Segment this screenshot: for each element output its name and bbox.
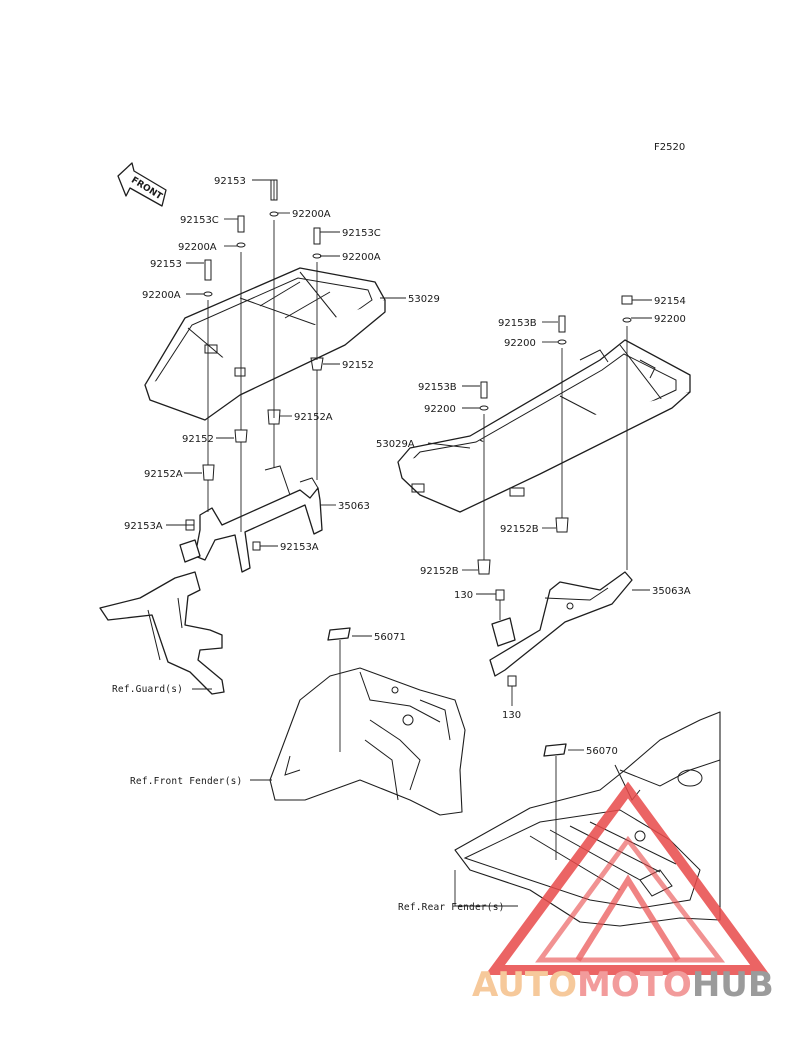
label-35063: 35063 (338, 501, 370, 512)
label-53029a: 53029A (376, 439, 415, 450)
label-92153b-2: 92153B (418, 382, 457, 393)
label-92200a-right: 92200A (342, 252, 381, 263)
label-56070: 56070 (586, 746, 618, 757)
label-92153a-mid: 92153A (280, 542, 319, 553)
label-92153c-left: 92153C (180, 215, 219, 226)
label-92153-top: 92153 (214, 176, 246, 187)
label-92152-left: 92152 (182, 434, 214, 445)
watermark-logo: AUTOMOTOHUB (472, 781, 774, 1005)
svg-text:AUTOMOTOHUB: AUTOMOTOHUB (472, 965, 774, 1005)
label-92200a-top: 92200A (292, 209, 331, 220)
label-92152a-mid: 92152A (294, 412, 333, 423)
ref-front-fender: Ref.Front Fender(s) (130, 776, 242, 787)
watermark-auto: AUTO (472, 965, 577, 1005)
label-92152b-1: 92152B (500, 524, 539, 535)
label-92152-right: 92152 (342, 360, 374, 371)
rear-carrier-53029A (397, 339, 691, 513)
label-92200-1: 92200 (504, 338, 536, 349)
label-92153c-right: 92153C (342, 228, 381, 239)
guard-ref (99, 571, 225, 695)
label-130-2: 130 (502, 710, 521, 721)
label-92152a-left: 92152A (144, 469, 183, 480)
diagram-code: F2520 (654, 142, 685, 153)
label-53029: 53029 (408, 294, 440, 305)
front-fender-ref (250, 627, 466, 816)
label-92200-r: 92200 (654, 314, 686, 325)
ref-rear-fender: Ref.Rear Fender(s) (398, 902, 505, 913)
bracket-35063A (489, 571, 633, 677)
part-labels: 92153 92200A 92153C 92153C 92200A 92200A… (112, 176, 691, 913)
label-130-1: 130 (454, 590, 473, 601)
watermark-moto: MOTO (577, 965, 692, 1005)
leader-lines-right (427, 295, 652, 706)
front-carrier-53029 (144, 267, 386, 421)
label-92200a-farleft: 92200A (142, 290, 181, 301)
watermark-hub: HUB (692, 965, 774, 1005)
label-56071: 56071 (374, 632, 406, 643)
ref-guard: Ref.Guard(s) (112, 684, 183, 695)
label-92153a-left: 92153A (124, 521, 163, 532)
label-92153b-1: 92153B (498, 318, 537, 329)
leader-lines-left (166, 179, 406, 690)
front-arrow-icon: FRONT (117, 162, 167, 207)
label-92200-2: 92200 (424, 404, 456, 415)
triangle-logo-icon (485, 781, 770, 975)
label-35063a: 35063A (652, 586, 691, 597)
label-92200a-left: 92200A (178, 242, 217, 253)
bracket-35063 (179, 465, 323, 573)
label-92152b-2: 92152B (420, 566, 459, 577)
label-92154: 92154 (654, 296, 686, 307)
label-92153-left: 92153 (150, 259, 182, 270)
